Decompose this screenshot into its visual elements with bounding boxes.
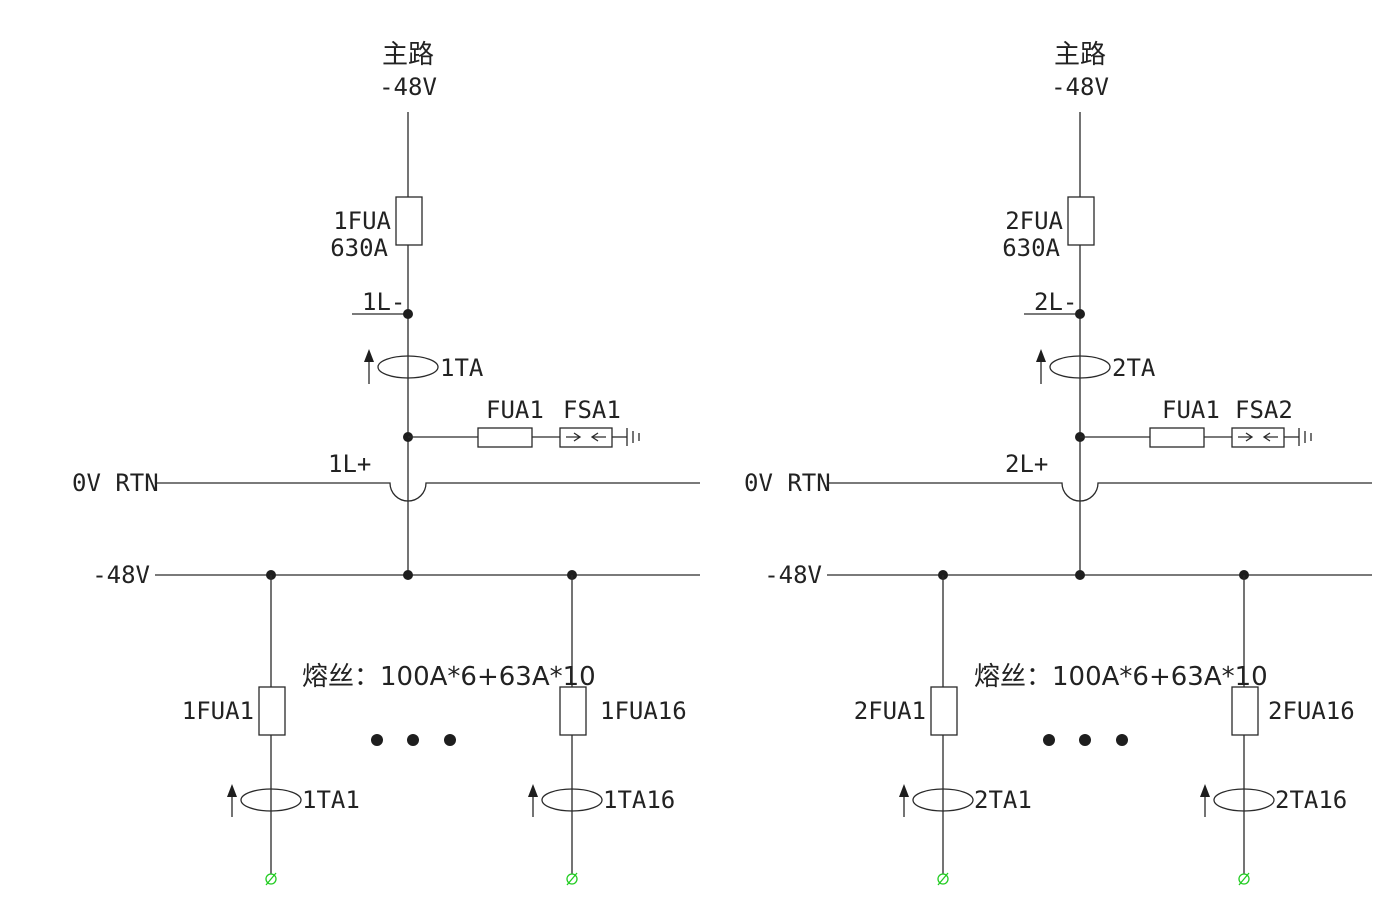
main-fuse-rating: 630A — [330, 234, 388, 262]
branch-fuse-label: FUA1 — [486, 396, 544, 424]
pos-node-label: 2L+ — [1005, 450, 1048, 478]
pos-node-label: 1L+ — [328, 450, 371, 478]
first-fuse-label: 1FUA1 — [182, 697, 254, 725]
branch-fuse-label: FUA1 — [1162, 396, 1220, 424]
first-fuse-label: 2FUA1 — [854, 697, 926, 725]
first-ct-label: 1TA1 — [302, 786, 360, 814]
source-voltage: -48V — [1051, 73, 1109, 101]
source-voltage: -48V — [379, 73, 437, 101]
panel-2: 主路 -48V 2FUA 630A 2L- 2TA FUA1 FSA2 2L+ … — [744, 40, 1373, 886]
first-ct-label: 2TA1 — [974, 786, 1032, 814]
panel-1-graphics — [154, 111, 701, 886]
main-fuse-label: 1FUA — [333, 207, 391, 235]
panel-2-graphics — [826, 111, 1373, 886]
source-title: 主路 — [1054, 40, 1106, 70]
main-ct-label: 2TA — [1112, 354, 1156, 382]
source-title: 主路 — [382, 40, 434, 70]
fuse-note: 熔丝：100A*6+63A*10 — [302, 662, 596, 692]
neg-bus-label: -48V — [92, 561, 150, 589]
surge-label: FSA2 — [1235, 396, 1293, 424]
rtn-bus-label: 0V RTN — [72, 469, 159, 497]
rtn-bus-label: 0V RTN — [744, 469, 831, 497]
main-fuse-label: 2FUA — [1005, 207, 1063, 235]
neg-bus-label: -48V — [764, 561, 822, 589]
neg-node-label: 1L- — [362, 288, 405, 316]
last-ct-label: 1TA16 — [603, 786, 675, 814]
main-fuse-rating: 630A — [1002, 234, 1060, 262]
last-ct-label: 2TA16 — [1275, 786, 1347, 814]
panel-1: 主路 -48V 1FUA 630A 1L- 1TA FUA1 FSA1 1L+ … — [72, 40, 701, 886]
neg-node-label: 2L- — [1034, 288, 1077, 316]
surge-label: FSA1 — [563, 396, 621, 424]
main-ct-label: 1TA — [440, 354, 484, 382]
last-fuse-label: 2FUA16 — [1268, 697, 1355, 725]
fuse-note: 熔丝：100A*6+63A*10 — [974, 662, 1268, 692]
last-fuse-label: 1FUA16 — [600, 697, 687, 725]
